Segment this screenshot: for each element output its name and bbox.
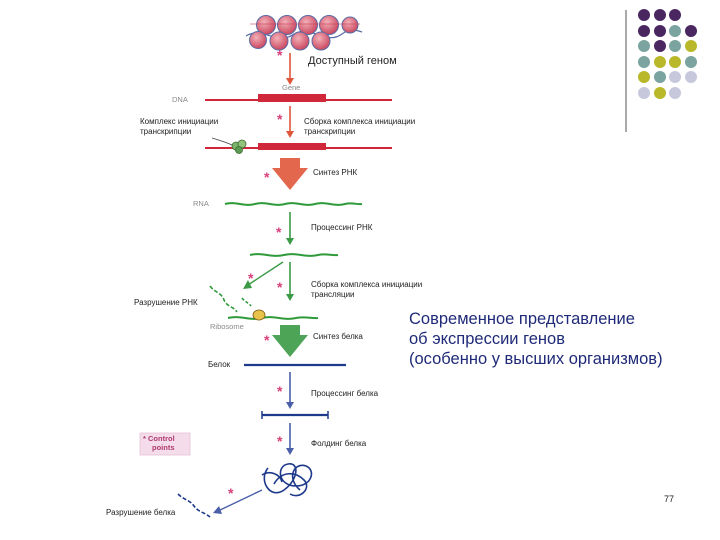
label-accessible-genome: Доступный геном	[308, 55, 397, 67]
decorative-dot	[653, 55, 666, 68]
decorative-dot	[653, 71, 666, 83]
control-marker-2: *	[277, 111, 283, 127]
control-marker-6: *	[277, 279, 283, 295]
control-marker-3: *	[264, 169, 270, 185]
label-assembly-translation: Сборка комплекса инициации трансляции	[311, 280, 423, 299]
label-rna-processing: Процессинг РНК	[311, 223, 373, 232]
processed-rna	[249, 253, 339, 257]
label-protein: Белок	[208, 360, 231, 369]
degraded-rna	[209, 285, 238, 313]
decorative-dot	[638, 71, 650, 83]
decorative-dot	[638, 55, 650, 68]
processed-protein	[261, 411, 329, 419]
control-marker-9: *	[277, 433, 283, 449]
decorative-dot	[669, 24, 681, 37]
arrow-protein-degradation	[217, 489, 263, 512]
nucleosome	[277, 15, 297, 35]
nucleosome	[298, 15, 318, 35]
degraded-protein	[177, 493, 211, 518]
nucleosome	[341, 16, 359, 34]
nucleosome	[319, 15, 339, 35]
dna-with-complex	[205, 137, 392, 154]
decorative-dot	[638, 86, 650, 99]
label-rna-synthesis: Синтез РНК	[313, 168, 358, 177]
slide-heading: Современное представление об экспрессии …	[409, 309, 714, 369]
page-number: 77	[664, 494, 675, 504]
decorative-dot	[684, 55, 697, 68]
control-marker-4: *	[276, 224, 282, 240]
label-assembly-transcription: Сборка комплекса инициации транскрипции	[304, 117, 416, 136]
nucleosome	[249, 31, 267, 49]
decorative-dot	[669, 71, 681, 83]
decorative-dot	[638, 24, 650, 37]
control-marker-5: *	[248, 270, 254, 286]
heading-line-2: об экспрессии генов	[409, 330, 565, 348]
arrow-rna-degradation	[247, 261, 284, 286]
label-protein-processing: Процессинг белка	[311, 389, 379, 398]
nucleosome	[269, 31, 289, 51]
arrow-rna-synthesis	[272, 158, 308, 190]
decorative-dot	[669, 55, 681, 68]
decorative-dot	[684, 71, 697, 83]
label-dna: DNA	[172, 95, 188, 104]
control-marker-7: *	[264, 332, 270, 348]
chromatin-nucleosomes	[245, 15, 363, 51]
decorative-dot	[669, 9, 681, 21]
gene-region	[258, 94, 326, 102]
control-marker-10: *	[228, 485, 234, 501]
rna-strand	[224, 202, 363, 206]
label-protein-folding: Фолдинг белка	[311, 439, 367, 448]
label-complex-init: Комплекс инициации транскрипции	[140, 117, 219, 136]
nucleosome	[256, 15, 276, 35]
decorative-dot	[653, 24, 666, 37]
decorative-dot	[684, 40, 697, 52]
control-points-legend: * Control points	[143, 434, 175, 452]
heading-line-3: (особенно у высших организмов)	[409, 350, 663, 368]
decorative-dot	[638, 40, 650, 52]
decorative-dot	[669, 86, 681, 99]
decorative-dot	[653, 86, 666, 99]
folded-protein	[261, 463, 313, 497]
decorative-dot	[669, 40, 681, 52]
label-protein-synthesis: Синтез белка	[313, 332, 363, 341]
label-rna: RNA	[193, 199, 209, 208]
decorative-dot	[653, 40, 666, 52]
label-gene: Gene	[282, 83, 301, 92]
decorative-dot-grid	[638, 9, 714, 119]
ribosome	[252, 309, 266, 321]
control-marker-8: *	[277, 383, 283, 399]
decorative-dot	[653, 9, 666, 21]
arrow-protein-synthesis	[272, 325, 308, 357]
decorative-dot	[638, 9, 650, 21]
heading-line-1: Современное представление	[409, 310, 635, 328]
decorative-dot	[684, 24, 697, 37]
nucleosome	[290, 31, 310, 51]
dna-strand	[205, 94, 392, 102]
nucleosome	[311, 31, 331, 51]
label-ribosome: Ribosome	[210, 322, 244, 331]
label-rna-degradation: Разрушение РНК	[134, 298, 198, 307]
rna-with-ribosome	[227, 316, 319, 320]
label-protein-degradation: Разрушение белка	[106, 508, 176, 517]
control-points-box	[139, 432, 191, 456]
control-marker-1: *	[277, 47, 283, 63]
